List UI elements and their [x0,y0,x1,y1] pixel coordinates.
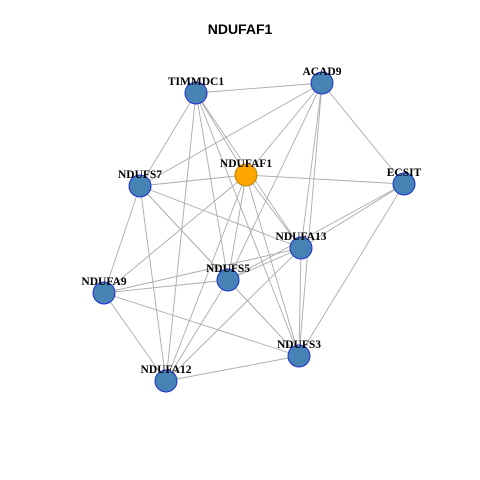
node-timmdc1: TIMMDC1 [168,76,224,105]
node-label: NDUFS5 [206,263,250,275]
node-circle [128,174,152,198]
edge-ndufaf1-ndufs7 [139,174,247,187]
node-label: ECSIT [387,167,422,179]
edge-timmdc1-ndufs7 [139,92,197,187]
node-ndufs3: NDUFS3 [277,339,321,368]
node-circle [154,369,178,393]
edge-ndufs5-ndufs3 [227,279,300,357]
node-ecsit: ECSIT [387,167,422,196]
edge-ndufaf1-ndufa9 [103,174,247,294]
node-label: NDUFS3 [277,339,321,351]
edge-timmdc1-ndufs5 [195,92,229,281]
node-label: NDUFA9 [81,276,126,288]
edge-ecsit-ndufs3 [298,183,405,357]
edge-ndufa13-ndufa9 [103,247,302,294]
edge-ndufs5-ndufa12 [165,279,229,382]
edge-acad9-ndufs7 [139,82,323,187]
edge-ndufs7-ndufa9 [103,185,141,294]
node-label: NDUFAF1 [220,158,272,170]
node-circle [392,172,416,196]
node-label: NDUFA13 [276,231,327,243]
node-circle [92,281,116,305]
edge-acad9-ecsit [321,82,405,185]
edge-ndufa13-ndufs3 [298,247,302,357]
plot-title: NDUFAF1 [207,21,273,37]
node-acad9: ACAD9 [303,66,342,95]
edge-ecsit-ndufa13 [300,183,405,249]
edges-layer [103,82,405,382]
edge-ndufs5-ndufa9 [103,279,229,294]
focus-node-circle [234,163,258,187]
edge-acad9-ndufs5 [227,82,323,281]
node-ndufaf1: NDUFAF1 [220,158,272,187]
edge-ndufaf1-ecsit [245,174,405,185]
edge-ndufs7-ndufa13 [139,185,302,249]
node-label: TIMMDC1 [168,76,224,88]
node-ndufa13: NDUFA13 [276,231,327,260]
edge-ndufs7-ndufa12 [139,185,167,382]
node-circle [287,344,311,368]
edge-ndufa13-ndufs5 [227,247,302,281]
edge-ndufaf1-ndufa12 [165,174,247,382]
edge-acad9-ndufa13 [300,82,323,249]
node-label: NDUFS7 [118,169,162,181]
node-ndufa12: NDUFA12 [141,364,192,393]
edge-timmdc1-ndufaf1 [195,92,247,176]
edge-ndufa13-ndufa12 [165,247,302,382]
node-circle [289,236,313,260]
edge-timmdc1-ndufs3 [195,92,300,357]
edge-ndufaf1-ndufs3 [245,174,300,357]
node-ndufs7: NDUFS7 [118,169,162,198]
edge-ndufa9-ndufa12 [103,292,167,382]
node-ndufs5: NDUFS5 [206,263,250,292]
node-label: NDUFA12 [141,364,192,376]
edge-ecsit-ndufs5 [227,183,405,281]
node-ndufa9: NDUFA9 [81,276,127,305]
node-circle [216,268,240,292]
node-circle [184,81,208,105]
edge-timmdc1-acad9 [195,82,323,94]
node-label: ACAD9 [303,66,342,78]
edge-timmdc1-ndufa12 [165,92,197,382]
edge-ndufaf1-ndufa13 [245,174,302,249]
edge-ndufa9-ndufs3 [103,292,300,357]
edge-ndufa12-ndufs3 [165,355,300,382]
edge-acad9-ndufs3 [298,82,323,357]
node-circle [310,71,334,95]
edge-ndufaf1-ndufs5 [227,174,247,281]
edge-acad9-ndufaf1 [245,82,323,176]
